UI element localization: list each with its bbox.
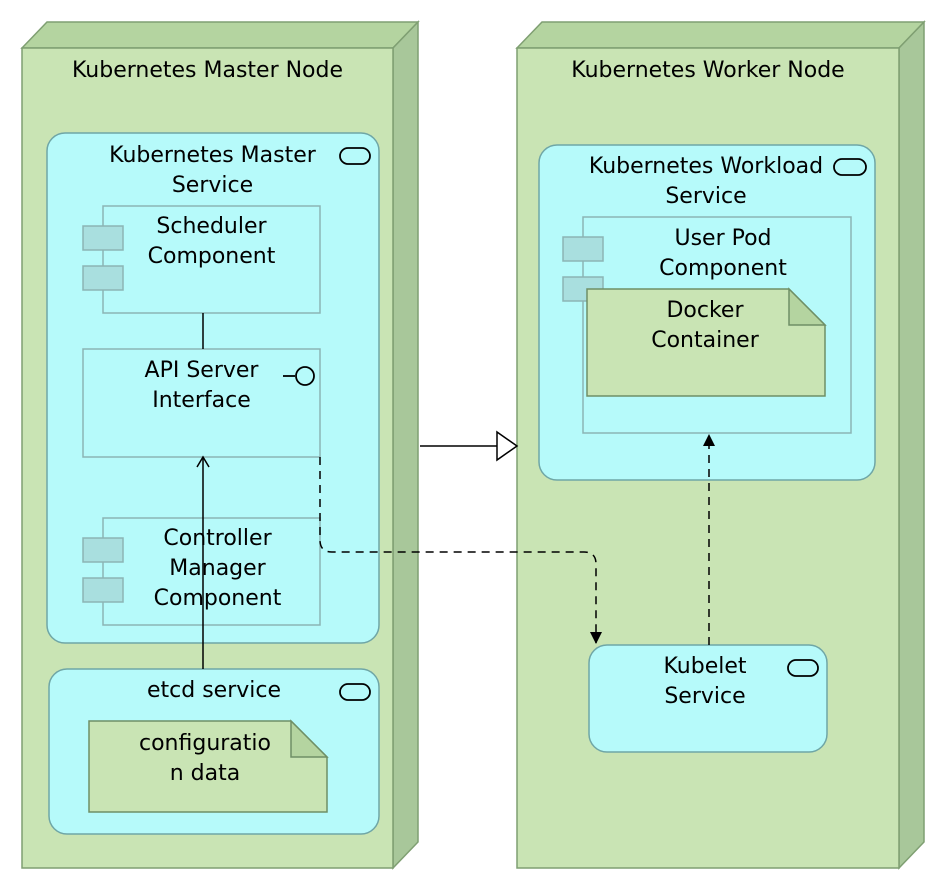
master-service-label: Kubernetes Master Service	[55, 141, 370, 201]
user-pod-label-line1: User Pod	[674, 226, 772, 251]
component-icon	[82, 537, 124, 563]
service-icon	[339, 683, 371, 701]
api-server-label-line2: Interface	[152, 388, 251, 413]
worker-node-title-text: Kubernetes Worker Node	[571, 58, 845, 83]
worker-node-title: Kubernetes Worker Node	[517, 56, 899, 86]
kubelet-label-line2: Service	[664, 684, 746, 709]
controller-label-line3: Component	[153, 586, 282, 611]
master-node-title: Kubernetes Master Node	[22, 56, 393, 86]
configuration-data-label: configuratio n data	[95, 729, 315, 789]
scheduler-label: Scheduler Component	[103, 212, 320, 272]
interface-icon	[295, 366, 315, 386]
realization-arrow[interactable]	[420, 430, 519, 462]
docker-container-artifact[interactable]	[586, 287, 827, 397]
workload-service-label: Kubernetes Workload Service	[570, 152, 842, 212]
docker-container-label: Docker Container	[587, 296, 823, 356]
workload-label-line1: Kubernetes Workload	[588, 154, 824, 179]
config-label-line2: n data	[169, 761, 241, 786]
component-icon	[82, 265, 124, 291]
service-icon	[339, 147, 371, 165]
configuration-data-artifact[interactable]	[88, 719, 329, 813]
docker-label-line2: Container	[651, 328, 759, 353]
master-service-label-line1: Kubernetes Master	[109, 143, 316, 168]
master-service-label-line2: Service	[171, 173, 254, 198]
master-node-title-text: Kubernetes Master Node	[71, 58, 344, 83]
component-icon	[562, 236, 604, 262]
service-icon	[787, 659, 819, 677]
hollow-triangle-head	[496, 430, 519, 462]
kubelet-service-label: Kubelet Service	[589, 652, 821, 712]
service-icon	[833, 158, 867, 176]
scheduler-label-line2: Component	[147, 244, 276, 269]
config-label-line1: configuratio	[139, 731, 271, 756]
user-pod-label: User Pod Component	[603, 224, 843, 284]
api-server-interface[interactable]	[82, 348, 321, 458]
user-pod-label-line2: Component	[659, 256, 787, 281]
component-icon	[82, 577, 124, 603]
controller-label-line2: Manager	[169, 556, 266, 581]
controller-manager-label: Controller Manager Component	[115, 524, 320, 614]
api-server-label-line1: API Server	[144, 358, 259, 383]
api-server-label: API Server Interface	[83, 356, 320, 416]
scheduler-component[interactable]	[82, 205, 321, 314]
scheduler-label-line1: Scheduler	[156, 214, 267, 239]
kubelet-service[interactable]	[588, 644, 828, 753]
controller-label-line1: Controller	[163, 526, 272, 551]
docker-label-line1: Docker	[666, 298, 744, 323]
etcd-service-label: etcd service	[49, 676, 379, 706]
kubelet-label-line1: Kubelet	[663, 654, 747, 679]
controller-manager-component[interactable]	[82, 517, 321, 626]
workload-label-line2: Service	[665, 184, 747, 209]
api-to-kubelet-dashed-arrow[interactable]	[319, 457, 602, 644]
component-icon	[82, 225, 124, 251]
etcd-service-label-text: etcd service	[146, 678, 282, 703]
